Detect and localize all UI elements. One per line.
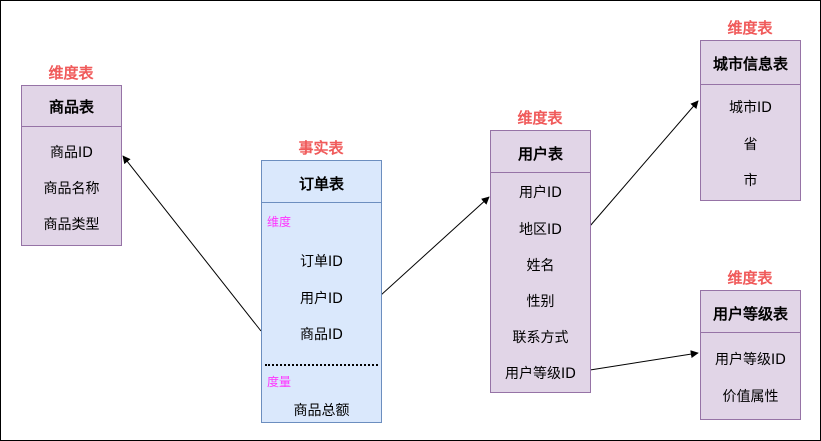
user-field: 用户ID xyxy=(519,185,562,201)
city-table-divider xyxy=(701,84,800,85)
section-separator xyxy=(265,364,378,366)
city-field: 城市ID xyxy=(729,100,772,116)
user-field: 性别 xyxy=(526,294,555,310)
user-table-title: 用户表 xyxy=(517,145,563,163)
order-table: 订单表 维度 订单ID 用户ID 商品ID 度量 商品总额 xyxy=(261,160,382,423)
user-field: 地区ID xyxy=(519,222,562,238)
city-table: 城市信息表 城市ID 省 市 xyxy=(700,40,801,201)
order-table-divider xyxy=(262,202,381,203)
user-field: 联系方式 xyxy=(512,330,569,346)
product-table-tag: 维度表 xyxy=(48,64,94,82)
product-table-divider xyxy=(22,126,121,127)
user-table-tag: 维度表 xyxy=(517,109,563,127)
arrow-user-to-level xyxy=(589,350,699,371)
user-table-divider xyxy=(491,172,590,173)
arrow-user-to-city xyxy=(589,100,699,227)
dimension-section-label: 维度 xyxy=(267,215,292,229)
level-field: 用户等级ID xyxy=(715,352,786,368)
product-table-title: 商品表 xyxy=(48,98,94,116)
city-table-tag: 维度表 xyxy=(727,19,773,37)
measure-section-label: 度量 xyxy=(267,375,292,389)
order-table-title: 订单表 xyxy=(298,175,344,193)
order-dimension-field: 商品ID xyxy=(300,327,343,343)
level-table-title: 用户等级表 xyxy=(712,305,788,323)
user-field: 用户等级ID xyxy=(505,366,576,382)
city-table-title: 城市信息表 xyxy=(712,55,788,73)
level-field: 价值属性 xyxy=(722,389,779,405)
level-table-tag: 维度表 xyxy=(727,269,773,287)
order-dimension-field: 用户ID xyxy=(300,291,343,307)
product-field: 商品类型 xyxy=(43,217,100,233)
arrow-order-to-user xyxy=(380,196,490,296)
order-table-tag: 事实表 xyxy=(298,139,344,157)
product-table: 商品表 商品ID 商品名称 商品类型 xyxy=(21,85,122,246)
city-field: 市 xyxy=(743,173,758,189)
level-table-divider xyxy=(701,332,800,333)
arrow-order-to-product xyxy=(122,155,262,332)
user-field: 姓名 xyxy=(526,258,555,274)
order-dimension-field: 订单ID xyxy=(300,254,343,270)
user-table: 用户表 用户ID 地区ID 姓名 性别 联系方式 用户等级ID xyxy=(490,130,591,393)
order-measure-field: 商品总额 xyxy=(293,403,350,419)
product-field: 商品名称 xyxy=(43,181,100,197)
city-field: 省 xyxy=(743,137,758,153)
product-field: 商品ID xyxy=(50,145,93,161)
level-table: 用户等级表 用户等级ID 价值属性 xyxy=(700,290,801,420)
